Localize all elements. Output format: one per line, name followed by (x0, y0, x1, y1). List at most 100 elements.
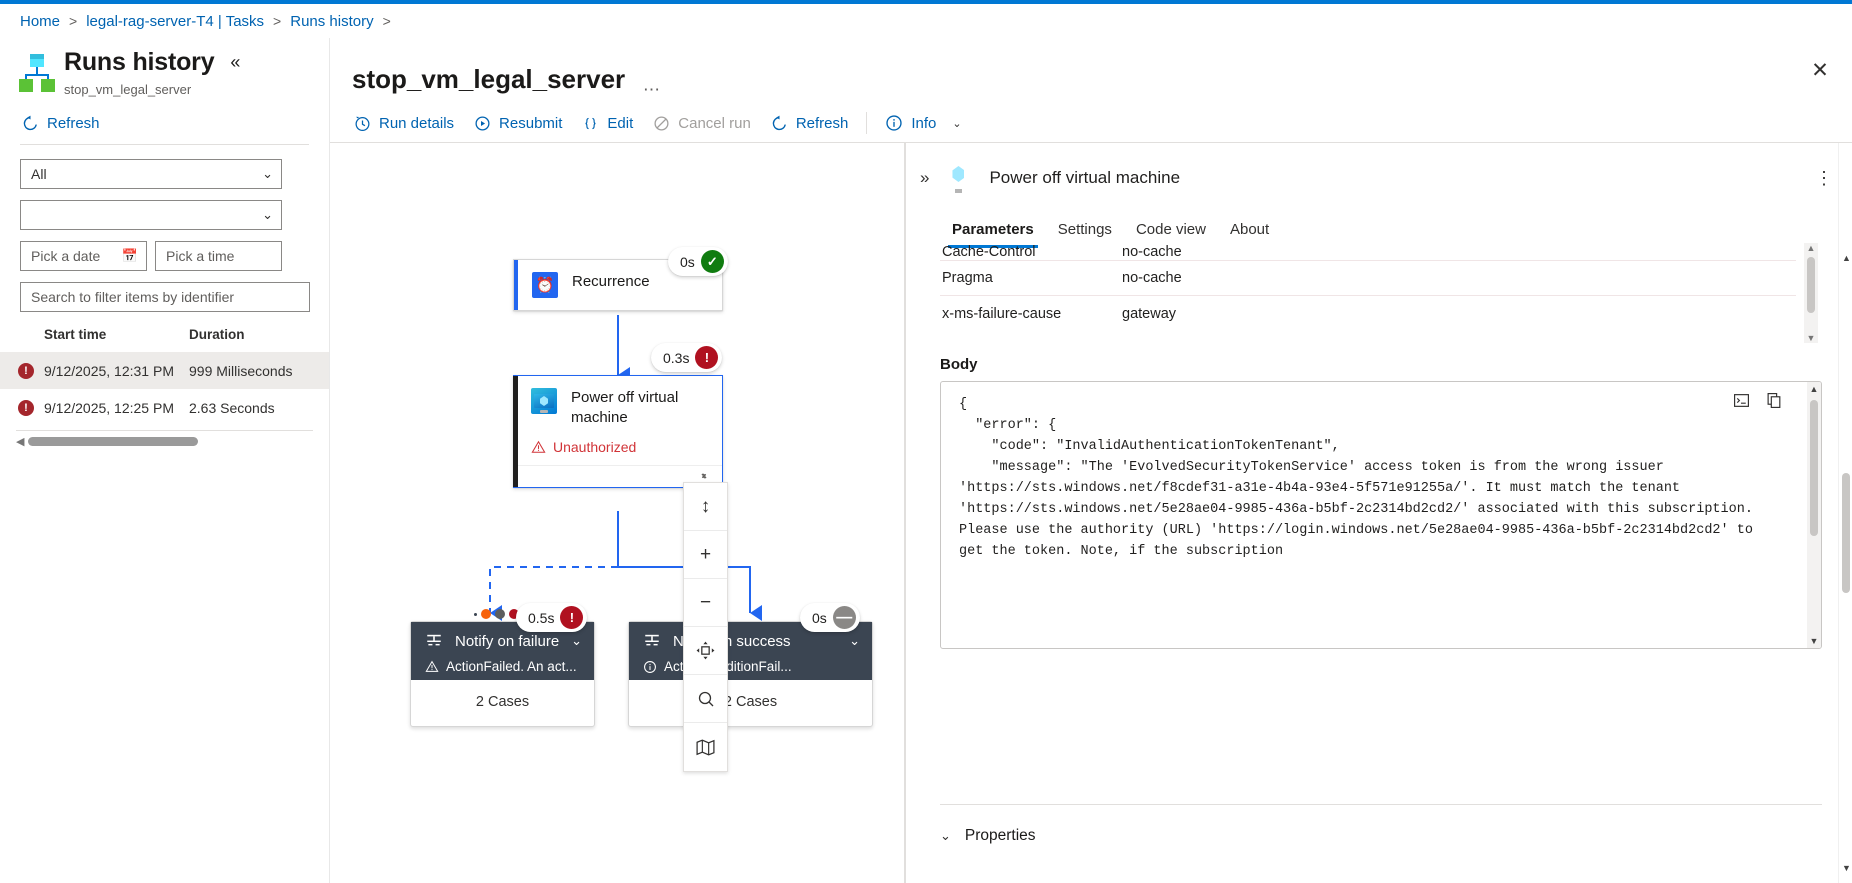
scroll-down-icon[interactable]: ▼ (1809, 636, 1819, 646)
table-row[interactable]: ! 9/12/2025, 12:25 PM 2.63 Seconds (0, 389, 329, 426)
secondary-filter-select[interactable]: ⌄ (20, 200, 282, 230)
tab-about[interactable]: About (1229, 221, 1270, 238)
breadcrumb-item-home[interactable]: Home (20, 12, 61, 30)
logic-app-icon (19, 54, 55, 92)
flow-node-notify-on-success[interactable]: Notify on success ⌄ ActionConditionFail.… (628, 621, 873, 727)
calendar-icon[interactable]: 📅 (121, 248, 138, 263)
flow-edges (489, 315, 762, 621)
tab-parameters[interactable]: Parameters (940, 213, 1046, 248)
action-panel-header: » Power off virtual machine ⋮ (906, 143, 1852, 193)
scroll-up-icon[interactable]: ▲ (1806, 243, 1816, 253)
close-icon[interactable]: ✕ (1811, 58, 1829, 82)
cancel-icon (654, 115, 669, 131)
tab-settings[interactable]: Settings (1057, 221, 1112, 238)
overflow-menu-icon[interactable]: ⋯ (643, 80, 661, 99)
info-chevron-down-icon[interactable]: ⌄ (952, 117, 962, 130)
expand-json-icon[interactable] (1733, 392, 1750, 413)
body-json-scrollbar[interactable]: ▲ ▼ (1807, 382, 1821, 648)
body-label: Body (940, 356, 978, 373)
horizontal-scrollbar[interactable]: ◀ (16, 430, 313, 448)
chevron-down-icon[interactable]: ⌄ (849, 633, 860, 648)
minimap-icon[interactable] (684, 723, 727, 771)
scroll-down-icon[interactable]: ▼ (1806, 333, 1816, 343)
fit-height-icon[interactable]: ↕ (684, 483, 727, 531)
scrollbar-thumb[interactable] (28, 437, 199, 446)
flow-node-subtext-row: ActionFailed. An act... (425, 659, 582, 674)
breadcrumb-separator: > (69, 13, 78, 29)
run-details-button[interactable]: Run details (344, 109, 464, 138)
link-icon[interactable] (696, 469, 712, 483)
column-header-duration[interactable]: Duration (189, 327, 245, 342)
action-title: Power off virtual machine (989, 168, 1181, 187)
refresh-label: Refresh (795, 114, 849, 132)
edit-label: Edit (607, 114, 634, 132)
flow-node-title: Notify on failure (455, 632, 560, 650)
node-status-badge-recurrence[interactable]: 0s ✓ (668, 247, 728, 276)
kebab-menu-icon[interactable]: ⋮ (1815, 167, 1834, 188)
fit-to-screen-icon[interactable] (684, 627, 727, 675)
flow-node-error-text: Unauthorized (553, 438, 637, 455)
date-picker-input[interactable]: Pick a date 📅 (20, 241, 147, 271)
expand-panel-icon[interactable]: » (920, 168, 930, 187)
table-row: x-ms-failure-cause gateway (940, 296, 1796, 331)
node-status-badge-notify-on-failure[interactable]: 0.5s ! (516, 603, 588, 632)
node-status-badge-power-off-vm[interactable]: 0.3s ! (651, 343, 723, 372)
action-panel-body: Cache-Control no-cache Pragma no-cache x… (906, 243, 1852, 883)
notify-failure-result-dots (474, 609, 519, 619)
edit-button[interactable]: Edit (572, 109, 643, 138)
warning-icon (425, 660, 439, 672)
sidebar-refresh-button[interactable]: Refresh (0, 101, 329, 144)
flow-node-cases: 2 Cases (723, 694, 778, 710)
status-badge: ! (18, 362, 34, 379)
flow-node-recurrence[interactable]: ⏰ Recurrence (513, 259, 723, 311)
scroll-left-icon[interactable]: ◀ (16, 436, 25, 448)
workflow-canvas[interactable]: ⏰ Recurrence 0s ✓ Power off virtual mach… (330, 143, 905, 883)
chevron-down-icon: ⌄ (262, 207, 273, 222)
body-json-viewer[interactable]: { "error": { "code": "InvalidAuthenticat… (940, 381, 1822, 649)
run-details-label: Run details (379, 114, 455, 132)
sidebar-divider (20, 144, 309, 145)
scrollbar-thumb[interactable] (1807, 257, 1815, 313)
resubmit-label: Resubmit (499, 114, 563, 132)
breadcrumb-item-runs-history[interactable]: Runs history (290, 12, 374, 30)
body-json-text: { "error": { "code": "InvalidAuthenticat… (959, 397, 1753, 559)
scroll-up-icon[interactable]: ▲ (1842, 253, 1851, 263)
scrollbar-thumb[interactable] (1810, 400, 1818, 536)
properties-label: Properties (964, 827, 1036, 844)
properties-section-toggle[interactable]: ⌄ Properties (940, 827, 1036, 845)
zoom-in-icon[interactable]: + (684, 531, 727, 579)
scroll-down-icon[interactable]: ▼ (1842, 863, 1851, 873)
page-scrollbar[interactable]: ▲ ▼ (1838, 143, 1852, 883)
virtual-machine-icon (531, 388, 557, 414)
run-start-time: 9/12/2025, 12:25 PM (44, 399, 174, 416)
search-icon[interactable] (684, 675, 727, 723)
copy-icon[interactable] (1766, 392, 1783, 413)
flow-node-notify-on-failure[interactable]: Notify on failure ⌄ ActionFailed. An act… (410, 621, 595, 727)
info-icon (886, 115, 902, 131)
column-header-start-time[interactable]: Start time (44, 327, 107, 342)
resubmit-button[interactable]: Resubmit (464, 109, 572, 138)
top-accent-bar (0, 0, 1852, 4)
node-status-badge-notify-on-success[interactable]: 0s — (800, 603, 860, 632)
flow-node-power-off-vm[interactable]: Power off virtual machine Unauthorized (513, 375, 723, 488)
search-input[interactable]: Search to filter items by identifier (20, 282, 310, 312)
collapse-icon[interactable]: « (230, 52, 241, 72)
headers-table-scrollbar[interactable]: ▲ ▼ (1804, 243, 1818, 343)
time-picker-input[interactable]: Pick a time (155, 241, 282, 271)
info-button[interactable]: Info (875, 108, 946, 138)
status-filter-select[interactable]: All ⌄ (20, 159, 282, 189)
table-row[interactable]: ! 9/12/2025, 12:31 PM 999 Milliseconds (0, 352, 329, 389)
tab-code-view[interactable]: Code view (1135, 221, 1206, 238)
run-toolbar: Run details Resubmit Edit (344, 108, 968, 138)
info-icon (644, 660, 656, 673)
flow-title: stop_vm_legal_server (352, 64, 626, 94)
scroll-up-icon[interactable]: ▲ (1809, 384, 1819, 394)
chevron-down-icon[interactable]: ⌄ (571, 633, 582, 648)
refresh-button[interactable]: Refresh (761, 109, 859, 138)
zoom-out-icon[interactable]: − (684, 579, 727, 627)
breadcrumb-item-tasks[interactable]: legal-rag-server-T4 | Tasks (86, 12, 265, 30)
cancel-run-label: Cancel run (678, 114, 751, 132)
table-row: Pragma no-cache (940, 261, 1796, 296)
run-duration: 2.63 Seconds (189, 399, 275, 416)
scrollbar-thumb[interactable] (1842, 473, 1850, 593)
